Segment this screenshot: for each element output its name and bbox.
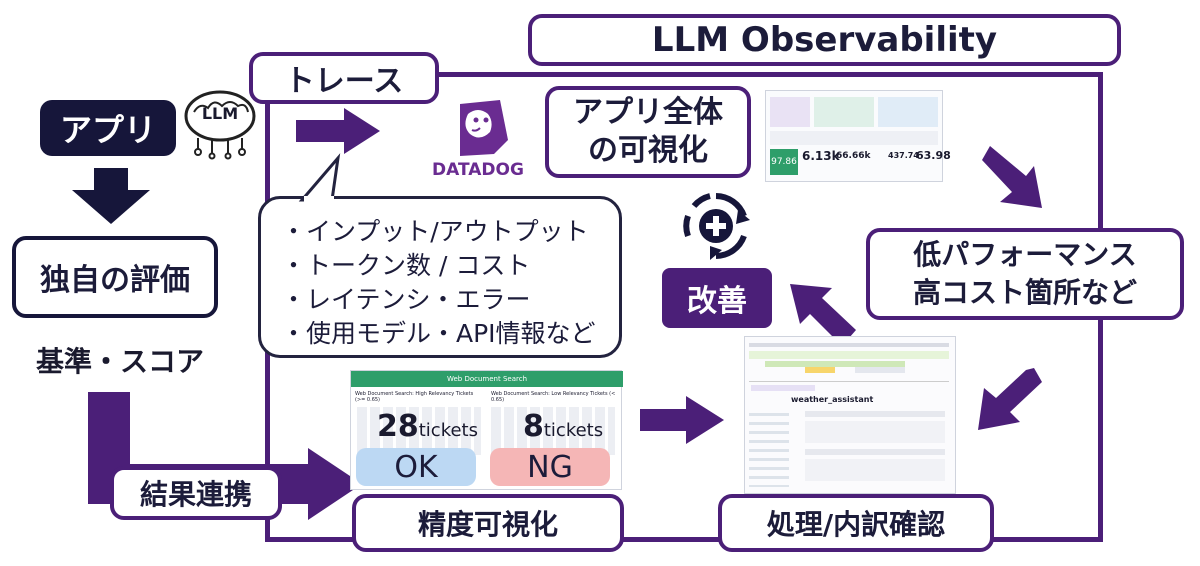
low-performance-box: 低パフォーマンス 高コスト箇所など <box>866 228 1184 320</box>
trace-info-bubble: ・インプット/アウトプット ・トークン数 / コスト ・レイテンシ・エラー ・使… <box>258 196 622 358</box>
ng-unit: tickets <box>543 420 604 441</box>
datadog-wordmark: DATADOG <box>432 160 524 180</box>
arrow-down-left-icon <box>978 368 1042 430</box>
bubble-tail <box>298 153 341 204</box>
ng-pill: NG <box>490 448 610 486</box>
stat-2: 6.13k <box>802 149 840 163</box>
ok-unit: tickets <box>418 420 478 441</box>
bubble-line: ・トークン数 / コスト <box>281 251 531 280</box>
stat-1: 97.86 <box>770 149 798 175</box>
ng-count: 8tickets <box>523 409 604 444</box>
stat-4: 437.74 <box>888 151 919 160</box>
dashboard-screenshot: 97.86 6.13k 66.66k 437.74 63.98 <box>765 90 951 182</box>
arrow-down-icon <box>72 168 150 224</box>
accuracy-visualization-box: 精度可視化 <box>352 494 624 552</box>
eval-left-subtitle: Web Document Search: High Relevancy Tick… <box>355 391 474 403</box>
ok-pill: OK <box>356 448 476 486</box>
arrow-down-right-icon <box>982 146 1042 208</box>
arrow-up-left-icon <box>790 284 856 346</box>
overall-visualization-box: アプリ全体 の可視化 <box>545 86 751 178</box>
datadog-logo: DATADOG <box>428 96 528 182</box>
llm-brain-icon: LLM <box>180 86 260 160</box>
app-label: アプリ <box>40 100 176 156</box>
eval-panel-title: Web Document Search <box>351 371 623 387</box>
bubble-line: ・使用モデル・API情報など <box>281 319 596 348</box>
improve-cycle-icon <box>683 193 750 260</box>
stat-5: 63.98 <box>916 149 951 162</box>
stat-3: 66.66k <box>836 151 871 161</box>
result-link-label: 結果連携 <box>110 466 282 520</box>
bubble-line: ・レイテンシ・エラー <box>281 285 531 314</box>
trace-label: トレース <box>249 52 439 104</box>
trace-detail-screenshot: weather_assistant <box>744 336 956 494</box>
custom-eval-box: 独自の評価 <box>12 236 218 318</box>
bubble-line: ・インプット/アウトプット <box>281 217 589 246</box>
ok-count: 28tickets <box>377 409 478 444</box>
processing-breakdown-box: 処理/内訳確認 <box>718 494 994 552</box>
page-title: LLM Observability <box>528 14 1121 66</box>
arrow-right-icon <box>640 396 724 444</box>
eval-right-subtitle: Web Document Search: Low Relevancy Ticke… <box>491 391 616 403</box>
criteria-label: 基準・スコア <box>35 345 204 378</box>
arrow-right-icon <box>296 108 380 154</box>
llm-label: LLM <box>201 104 239 123</box>
trace-span-name: weather_assistant <box>791 395 874 404</box>
improve-box: 改善 <box>662 268 772 328</box>
